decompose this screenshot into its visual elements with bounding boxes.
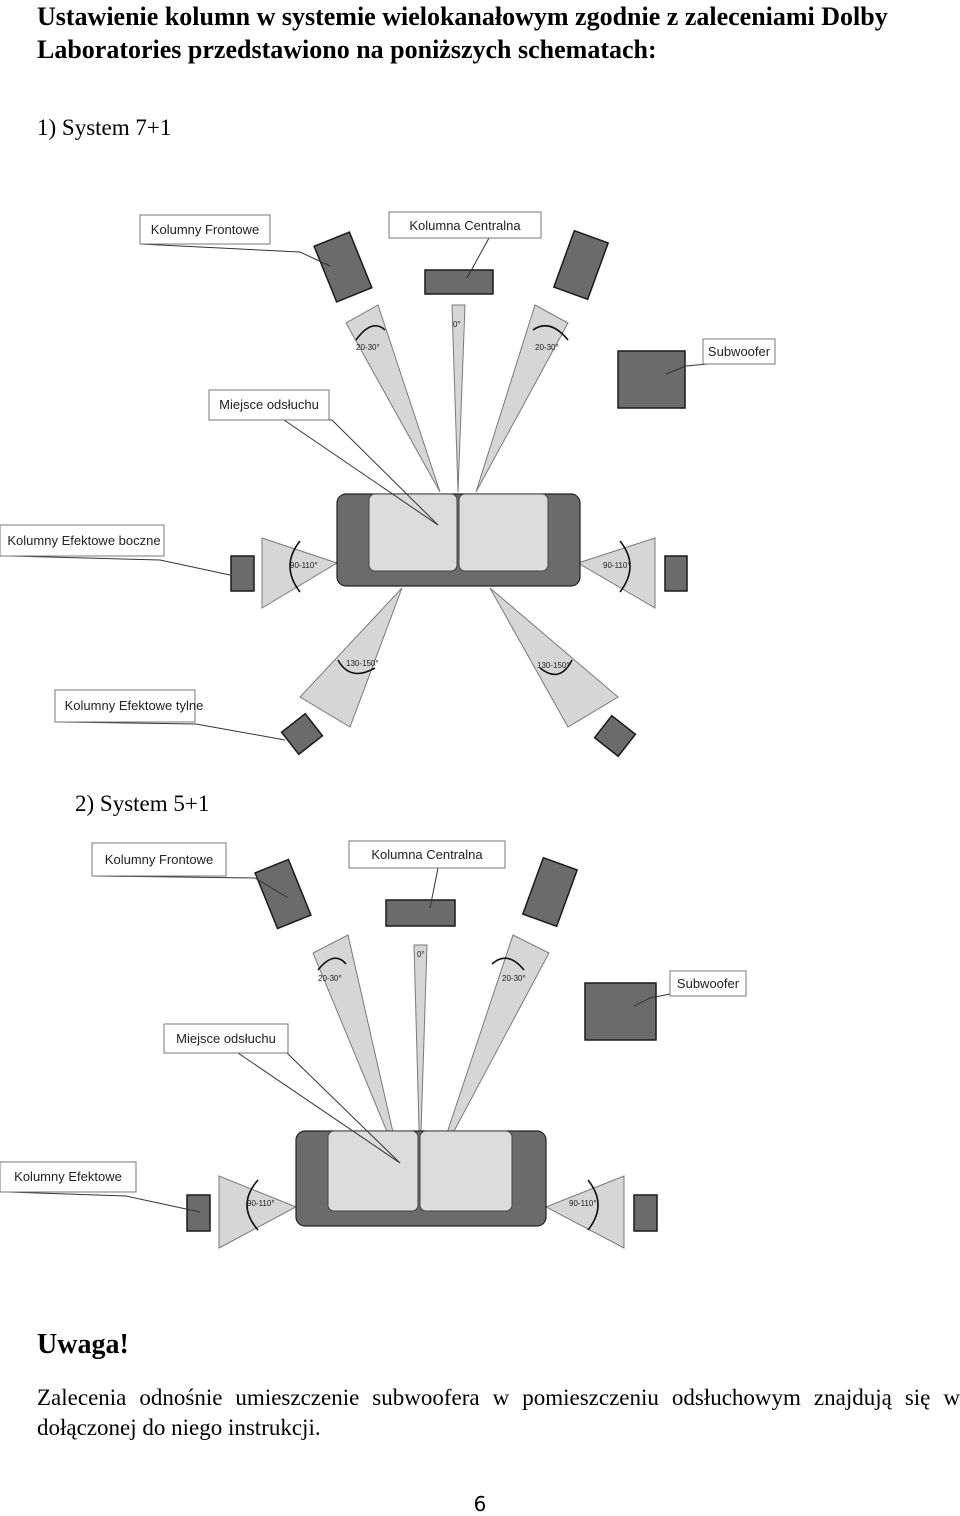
angle-side-left: 90-110° (290, 561, 318, 570)
diagram-5-1: 0° 20-30° 20-30° 90-110° 90-110° Kolumny… (0, 840, 747, 1249)
speaker-front-left (313, 231, 373, 303)
label-box-front (91, 842, 227, 877)
leader-effects (7, 1191, 201, 1213)
speaker-rear-right (593, 714, 637, 758)
label-center: Kolumna Centralna (371, 847, 483, 862)
arc-rear-right (539, 659, 573, 676)
cone-front-left (345, 304, 441, 493)
angle-side-left: 90-110° (247, 1199, 275, 1208)
subwoofer (617, 350, 686, 409)
leader-center (466, 237, 490, 279)
arc-front-right (491, 957, 525, 971)
sofa-cushion-right (419, 1130, 513, 1212)
sofa-cushion-left (368, 493, 458, 572)
angle-center: 0° (417, 950, 425, 959)
cone-side-left (218, 1175, 298, 1249)
angle-side-right: 90-110° (569, 1199, 597, 1208)
arc-side-right (619, 540, 631, 593)
label-center: Kolumna Centralna (409, 218, 521, 233)
leader-side (9, 555, 231, 576)
arc-front-left (355, 324, 386, 341)
label-box-front (139, 214, 271, 245)
speaker-front-right (521, 856, 579, 928)
speaker-front-left (254, 858, 312, 930)
warning-text: Zalecenia odnośnie umieszczenie subwoofe… (37, 1385, 960, 1440)
label-box-rear (54, 689, 196, 723)
arc-side-left (289, 540, 301, 593)
arc-side-right (587, 1179, 599, 1231)
leader-front (91, 875, 289, 899)
cone-side-right (576, 537, 656, 609)
cone-front-right (436, 934, 550, 1164)
leader-front (139, 243, 331, 267)
speaker-side-right (633, 1194, 658, 1232)
angle-center: 0° (453, 320, 461, 329)
page-number: 6 (473, 1492, 487, 1516)
speaker-rear-left (280, 712, 324, 756)
angle-rear-right: 130-150° (537, 661, 570, 670)
angle-front-right: 20-30° (502, 974, 526, 983)
leader-listening-b (283, 419, 439, 526)
leader-subwoofer (633, 993, 671, 1007)
speaker-side-left (186, 1194, 211, 1232)
label-effects: Kolumny Efektowe (14, 1169, 122, 1184)
sofa-cushion-right (458, 493, 549, 572)
warning-title: Uwaga! (37, 1329, 129, 1360)
label-side: Kolumny Efektowe boczne (7, 533, 160, 548)
cone-side-right (544, 1175, 625, 1249)
label-listening: Miejsce odsłuchu (176, 1031, 276, 1046)
angle-rear-left: 130-150° (346, 659, 379, 668)
arc-side-left (246, 1179, 259, 1231)
cone-front-right (475, 304, 569, 493)
angle-side-right: 90-110° (603, 561, 631, 570)
arc-front-left (317, 957, 347, 971)
angle-front-left: 20-30° (318, 974, 342, 983)
label-box-listening (163, 1023, 289, 1054)
leader-center (429, 867, 439, 909)
cone-center (413, 944, 428, 1164)
leader-rear (59, 721, 286, 741)
label-listening: Miejsce odsłuchu (219, 397, 319, 412)
subwoofer (584, 982, 657, 1041)
cone-side-left (261, 537, 339, 609)
speaker-front-right (552, 229, 610, 301)
label-front: Kolumny Frontowe (105, 852, 213, 867)
leader-listening-b (237, 1052, 401, 1164)
speaker-center (385, 899, 456, 927)
diagram-7-1: 0° 20-30° 20-30° 90-110° 90-110° 130-150… (0, 211, 776, 758)
leader-subwoofer (665, 363, 709, 375)
cone-rear-left (299, 587, 403, 728)
cone-front-left (312, 934, 401, 1164)
label-box-center (348, 840, 506, 869)
speaker-side-left (230, 555, 255, 592)
intro-text: Ustawienie kolumn w systemie wielokanało… (37, 2, 888, 64)
section-1-heading: 1) System 7+1 (37, 115, 172, 140)
speaker-side-right (664, 555, 688, 592)
label-subwoofer: Subwoofer (677, 976, 740, 991)
section-2-heading: 2) System 5+1 (75, 791, 210, 816)
arc-rear-left (337, 659, 376, 675)
angle-front-left: 20-30° (356, 343, 380, 352)
cone-rear-right (489, 587, 619, 728)
label-box-subwoofer (669, 970, 747, 997)
label-rear: Kolumny Efektowe tylne (65, 698, 204, 713)
cone-center (451, 304, 466, 493)
label-box-listening (208, 389, 330, 421)
angle-front-right: 20-30° (535, 343, 559, 352)
arc-front-right (532, 324, 569, 341)
label-box-center (388, 211, 542, 239)
label-box-effects (0, 1161, 137, 1193)
label-box-side (0, 524, 165, 557)
label-subwoofer: Subwoofer (708, 344, 771, 359)
label-front: Kolumny Frontowe (151, 222, 259, 237)
sofa-cushion-left (327, 1130, 419, 1212)
label-box-subwoofer (702, 338, 776, 365)
speaker-center (424, 269, 494, 295)
